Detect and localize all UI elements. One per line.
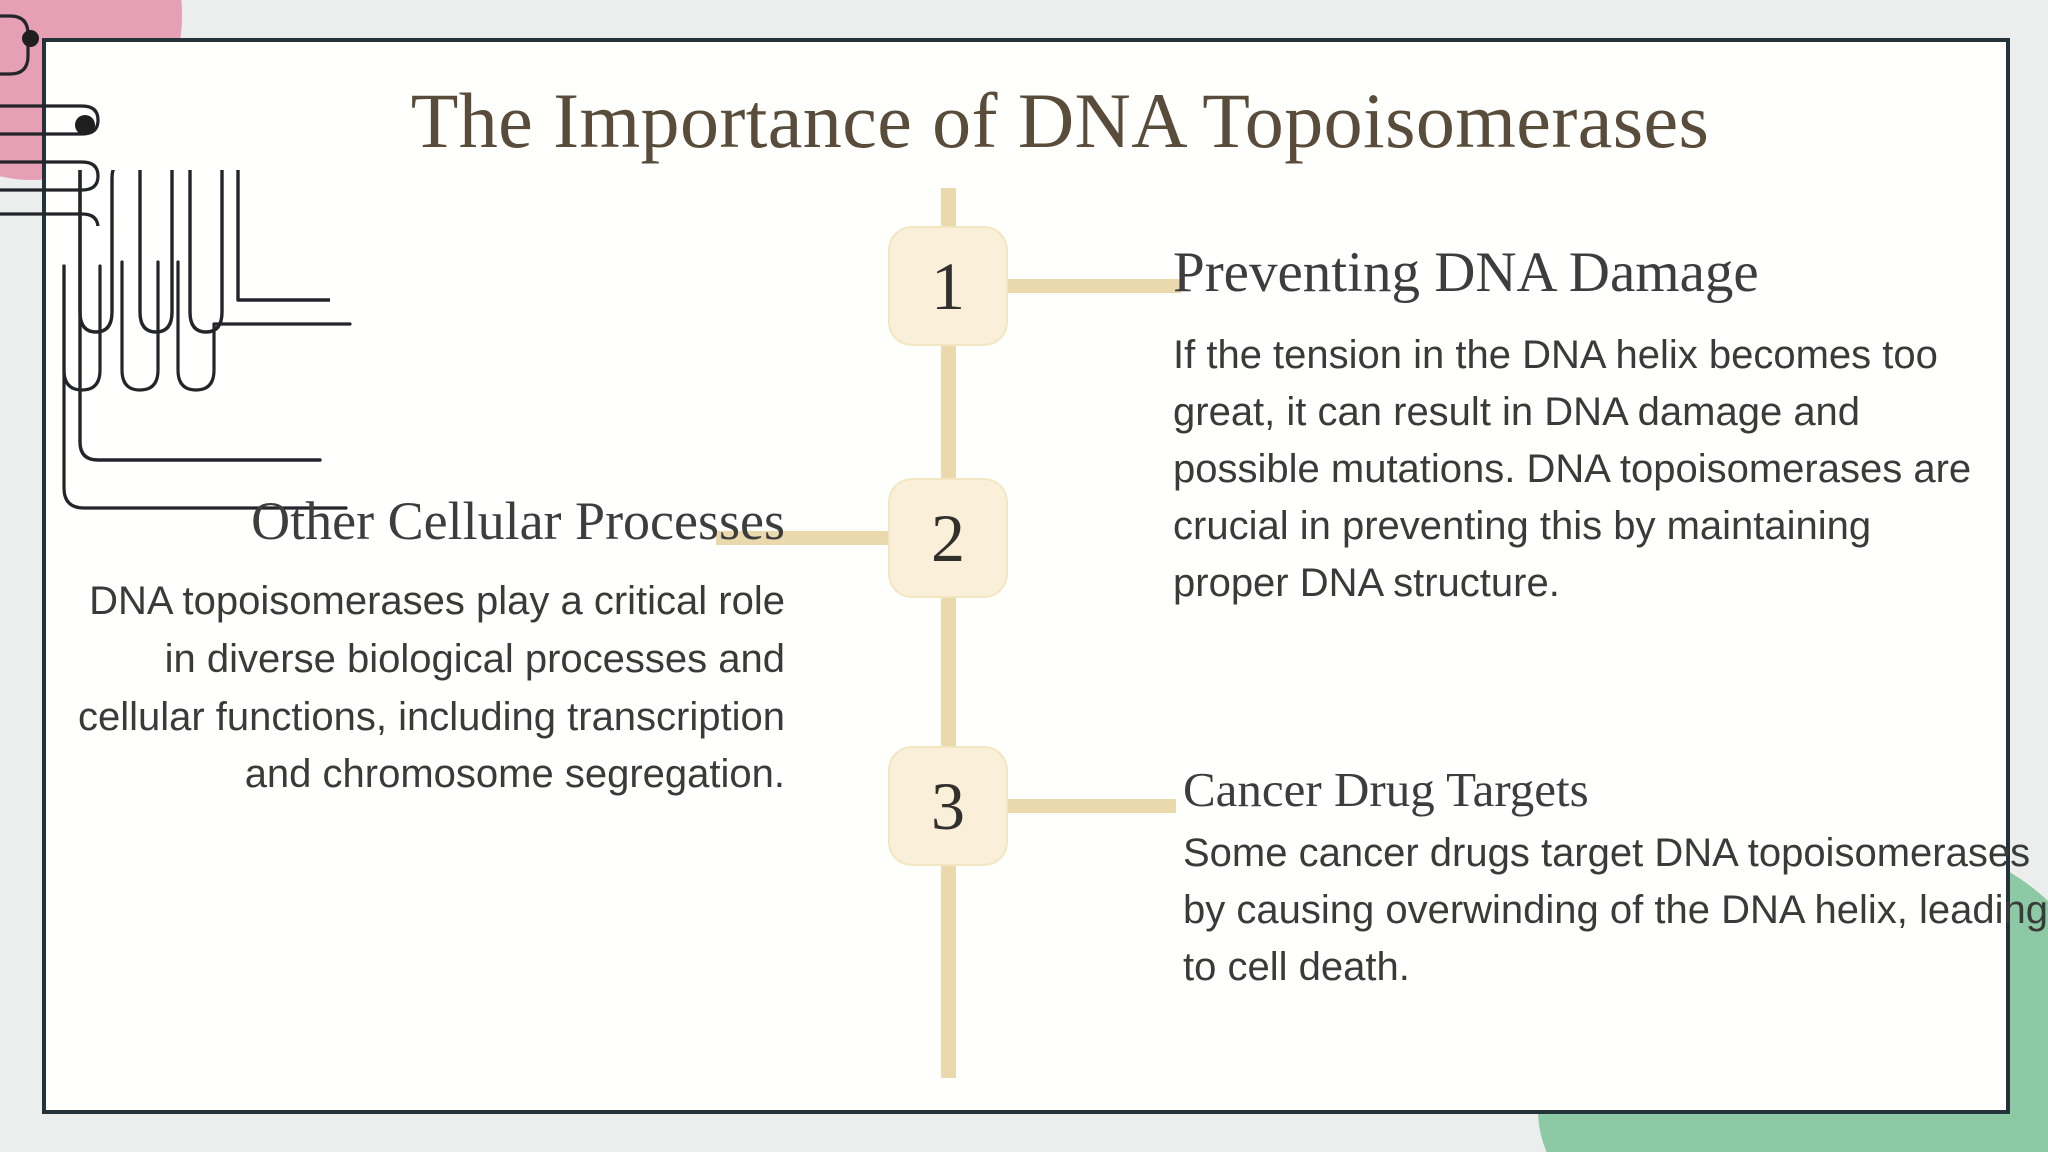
- timeline-connector-3: [1006, 799, 1176, 813]
- timeline-item-3-body: Some cancer drugs target DNA topoisomera…: [1183, 830, 2048, 990]
- timeline-badge-1[interactable]: 1: [890, 228, 1006, 344]
- timeline-badge-2[interactable]: 2: [890, 480, 1006, 596]
- decorative-dot: [75, 115, 95, 135]
- timeline-item-1: Preventing DNA Damage If the tension in …: [1173, 241, 1993, 613]
- timeline-item-3-heading: Cancer Drug Targets: [1183, 762, 1589, 817]
- timeline-badge-3[interactable]: 3: [890, 748, 1006, 864]
- timeline-connector-1: [1006, 279, 1181, 293]
- timeline-item-2-heading: Other Cellular Processes: [251, 491, 785, 551]
- page-title: The Importance of DNA Topoisomerases: [410, 77, 1710, 164]
- timeline-item-2: Other Cellular Processes DNA topoisomera…: [60, 491, 785, 804]
- slide-frame: [42, 38, 2010, 1114]
- timeline-item-1-heading: Preventing DNA Damage: [1173, 241, 1759, 304]
- timeline-item-2-body: DNA topoisomerases play a critical role …: [77, 579, 785, 797]
- timeline-connector-2: [716, 531, 896, 545]
- decorative-dot: [22, 30, 39, 47]
- timeline-item-1-body: If the tension in the DNA helix becomes …: [1173, 332, 1972, 606]
- timeline-item-3: Cancer Drug Targets Some cancer drugs ta…: [1183, 763, 2048, 996]
